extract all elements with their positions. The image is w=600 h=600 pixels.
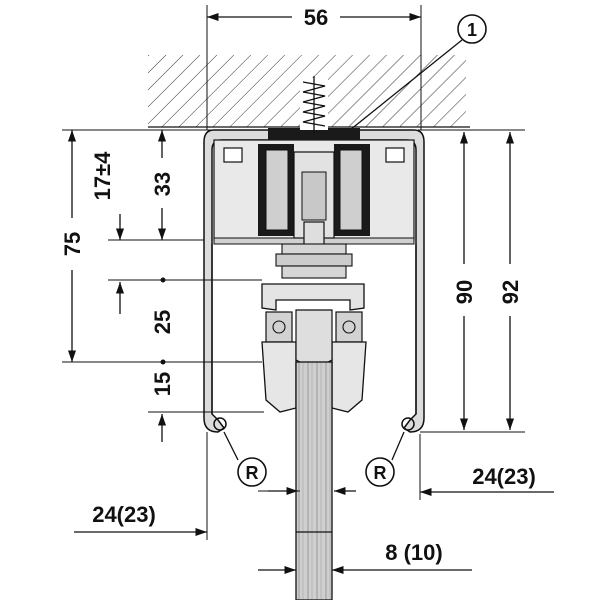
dim-left-offset <box>74 432 356 540</box>
callout-1 <box>349 14 487 131</box>
r-marker-left: R <box>246 463 259 483</box>
right-dimensions <box>418 129 525 433</box>
dim-label-25: 25 <box>150 310 175 334</box>
dim-label-33: 33 <box>150 172 175 196</box>
dim-label-75: 75 <box>60 232 85 256</box>
callout-1-label: 1 <box>467 20 477 40</box>
dim-label-15: 15 <box>150 372 175 396</box>
dim-label-24-right: 24(23) <box>472 464 536 489</box>
ceiling-fixing <box>268 76 360 140</box>
left-dimensions <box>62 129 264 442</box>
dim-right-offset <box>419 434 554 500</box>
dim-panel-thickness <box>258 531 472 575</box>
dim-label-17: 17±4 <box>90 151 115 201</box>
dim-label-56: 56 <box>304 5 328 30</box>
r-marker-right: R <box>374 463 387 483</box>
dim-label-24-left: 24(23) <box>92 502 156 527</box>
dim-label-92: 92 <box>498 280 523 304</box>
dim-label-8-10: 8 (10) <box>385 540 442 565</box>
door-panel <box>295 361 333 600</box>
roller-carriage <box>258 144 370 279</box>
r-markers <box>223 431 405 487</box>
dim-label-90: 90 <box>452 280 477 304</box>
panel-clamp <box>261 283 367 413</box>
dim-top-width <box>206 5 422 130</box>
